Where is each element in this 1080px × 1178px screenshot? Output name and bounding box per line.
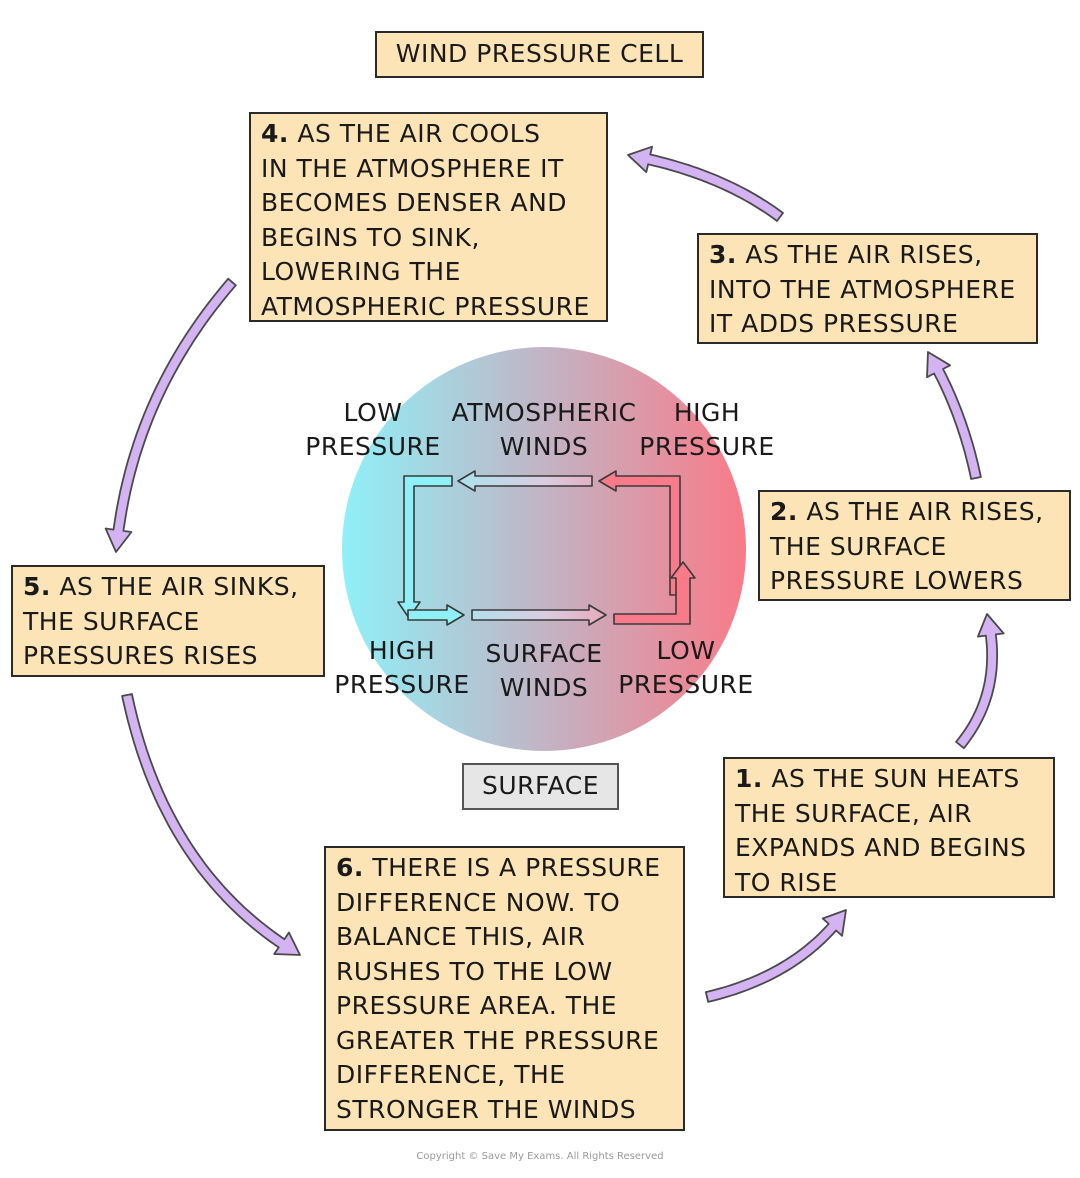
atmospheric-winds-arrow [457,470,593,492]
step-6-line: PRESSURE AREA. THE [336,991,618,1020]
label-line: HIGH [673,398,741,427]
arrow-step-5-to-6 [121,693,301,956]
step-3-line: INTO THE ATMOSPHERE [709,274,1016,304]
label-line: HIGH [368,636,436,665]
step-5-line: PRESSURES RISES [23,641,259,670]
step-3-line: AS THE AIR RISES, [745,240,983,269]
step-4-line: BECOMES DENSER AND [261,188,568,217]
arrow-step-3-to-4 [627,145,784,222]
step-5-line: THE SURFACE [23,606,200,636]
atmospheric-winds-label: ATMOSPHERIC WINDS [440,396,648,464]
sink-to-surface-arrow [407,604,465,626]
label-line: PRESSURE [639,432,775,461]
label-line: WINDS [499,673,589,702]
step-4-line: LOWERING THE [261,257,461,286]
step-4-line: BEGINS TO SINK, [261,222,480,252]
surface-label: SURFACE [462,763,619,810]
step-5-box: 5. AS THE AIR SINKS, THE SURFACE PRESSUR… [11,565,325,677]
step-2-number: 2. [770,497,798,526]
step-4-number: 4. [261,119,289,148]
step-1-line: THE SURFACE, AIR [735,798,973,828]
step-6-line: GREATER THE PRESSURE [336,1025,660,1055]
label-line: SURFACE [485,639,603,668]
step-1-box: 1. AS THE SUN HEATS THE SURFACE, AIR EXP… [723,757,1055,898]
label-line: PRESSURE [618,670,754,699]
label-line: PRESSURE [334,670,470,699]
arrow-step-4-to-5 [104,277,237,553]
step-5-line: AS THE AIR SINKS, [59,572,299,601]
step-4-line: IN THE ATMOSPHERE IT [261,153,564,183]
step-6-number: 6. [336,853,364,882]
step-6-box: 6. THERE IS A PRESSURE DIFFERENCE NOW. T… [324,846,685,1131]
high-pressure-bottom-label: HIGH PRESSURE [322,634,482,702]
arrow-step-1-to-2 [955,613,1005,750]
step-1-number: 1. [735,764,763,793]
step-2-line: THE SURFACE [770,531,947,561]
label-line: LOW [343,398,403,427]
step-4-line: ATMOSPHERIC PRESSURE [261,291,590,321]
step-1-line: AS THE SUN HEATS [771,764,1020,793]
high-pressure-top-label: HIGH PRESSURE [627,396,787,464]
step-6-line: BALANCE THIS, AIR [336,922,586,951]
high-to-top-arrow [598,470,681,596]
pressure-cell-loop [397,470,696,626]
step-5-number: 5. [23,572,51,601]
step-3-number: 3. [709,240,737,269]
step-6-line: DIFFERENCE NOW. TO [336,887,621,917]
label-line: WINDS [499,432,589,461]
pressure-cell-circle [342,347,746,751]
step-1-line: TO RISE [735,867,838,897]
low-pressure-bottom-label: LOW PRESSURE [606,634,766,702]
copyright-notice: Copyright © Save My Exams. All Rights Re… [416,1151,664,1162]
step-6-line: RUSHES TO THE LOW [336,956,613,986]
step-3-box: 3. AS THE AIR RISES, INTO THE ATMOSPHERE… [697,233,1038,344]
label-line: LOW [656,636,716,665]
diagram-title: WIND PRESSURE CELL [375,31,704,78]
step-4-line: AS THE AIR COOLS [297,119,541,148]
step-1-line: EXPANDS AND BEGINS [735,833,1027,862]
step-2-line: AS THE AIR RISES, [806,497,1044,526]
step-2-box: 2. AS THE AIR RISES, THE SURFACE PRESSUR… [758,490,1071,601]
label-line: PRESSURE [305,432,441,461]
arrow-step-6-to-1 [704,909,847,1003]
step-2-line: PRESSURE LOWERS [770,566,1024,595]
step-4-box: 4. AS THE AIR COOLS IN THE ATMOSPHERE IT… [249,112,608,322]
label-line: ATMOSPHERIC [451,398,637,427]
arrow-step-2-to-3 [926,351,982,480]
step-3-line: IT ADDS PRESSURE [709,309,959,338]
surface-rise-arrow [613,561,696,625]
surface-winds-label: SURFACE WINDS [464,637,624,705]
low-pressure-top-label: LOW PRESSURE [293,396,453,464]
step-6-line: DIFFERENCE, THE [336,1060,566,1089]
step-6-line: STRONGER THE WINDS [336,1094,637,1124]
surface-winds-arrow [471,604,607,626]
step-6-line: THERE IS A PRESSURE [372,853,661,882]
